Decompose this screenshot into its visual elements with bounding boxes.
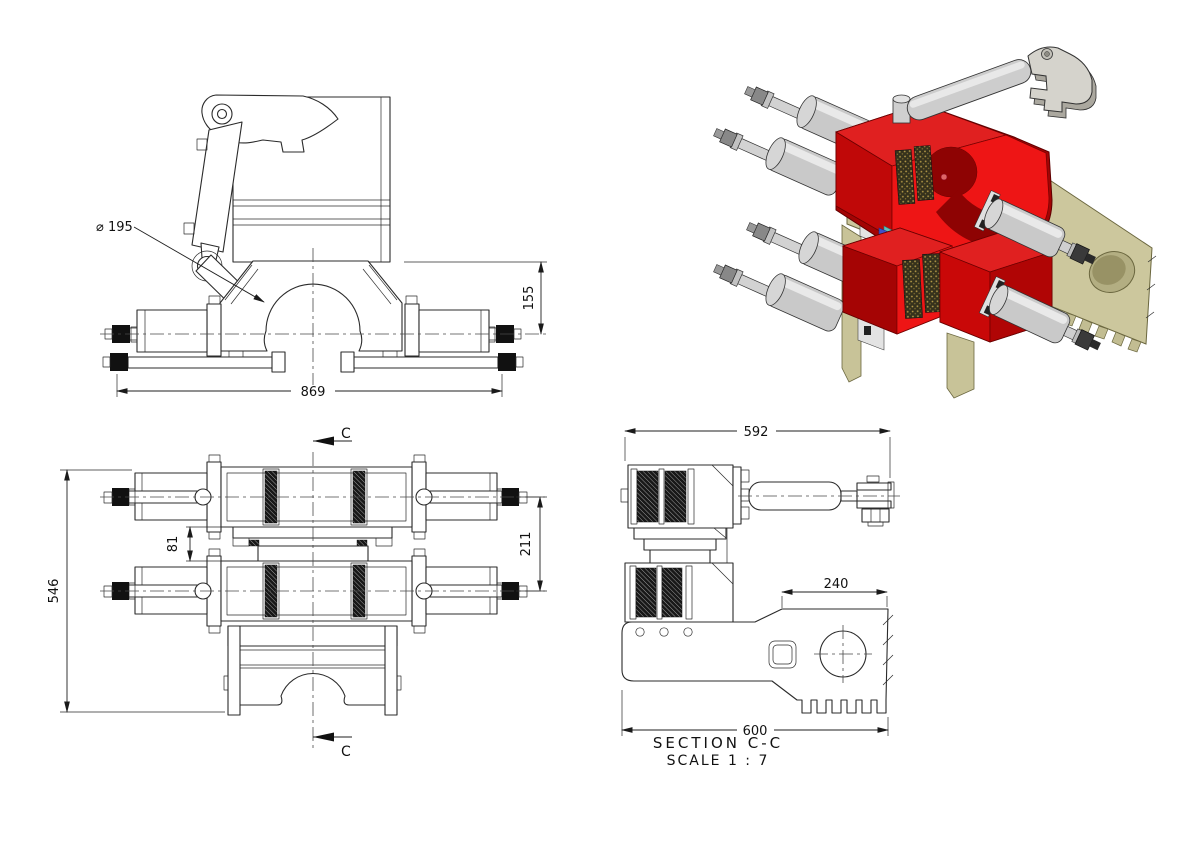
square-hole (768, 640, 797, 669)
front-left-cylinder (102, 295, 286, 373)
plate-hole (659, 627, 669, 637)
dim-600-label: 600 (743, 724, 768, 739)
section-letter-top: C (341, 426, 351, 442)
section-pad-hatch (661, 567, 683, 618)
plate-hole (635, 627, 645, 637)
iso-cylinder (713, 128, 845, 196)
dim-155-label: 155 (522, 286, 537, 311)
top-dim-81: 81 (166, 526, 221, 562)
section-marker-top: C (313, 426, 352, 446)
section-upper-block (620, 464, 734, 529)
top-dim-211: 211 (516, 496, 547, 592)
section-marker-bottom: C (313, 732, 352, 760)
section-dim-592: 592 (624, 425, 891, 478)
iso-cylinder (978, 276, 1101, 351)
section-caption-scale: SCALE 1 : 7 (667, 753, 770, 769)
iso-cylinder (973, 190, 1096, 265)
dim-546-label: 546 (47, 579, 62, 604)
iso-pad (902, 259, 923, 319)
dim-diameter-label: ⌀ 195 (96, 220, 133, 235)
dim-592-label: 592 (744, 425, 769, 440)
top-dim-546: 546 (47, 469, 225, 713)
section-bracket-plate (621, 608, 894, 714)
section-cylinder (732, 466, 900, 527)
front-dim-diameter: ⌀ 195 (96, 220, 265, 303)
clevis-nut (861, 508, 890, 523)
front-saddle-body (219, 260, 403, 362)
dim-869-label: 869 (301, 385, 326, 400)
top-middle-connection (232, 526, 393, 562)
plate-hole (683, 627, 693, 637)
dim-240-label: 240 (824, 577, 849, 592)
section-lower-block (624, 562, 734, 623)
section-caption-title: SECTION C-C (653, 734, 783, 752)
iso-hook-head (1027, 46, 1093, 113)
iso-cylinder (713, 264, 845, 332)
dim-81-label: 81 (166, 536, 181, 553)
top-view: C C 546 81 211 (47, 426, 547, 760)
section-step-flange (633, 527, 728, 622)
iso-view (713, 46, 1157, 399)
iso-center-plate-strip (946, 332, 975, 399)
iso-pad (913, 145, 935, 201)
section-pad-hatch (635, 567, 657, 618)
section-view: 592 240 600 SECTION C-C SCALE 1 : 7 (620, 425, 900, 769)
front-view: ⌀ 195 155 869 (96, 94, 548, 400)
iso-pad (894, 149, 916, 205)
section-letter-bottom: C (341, 744, 351, 760)
section-pad-hatch (664, 470, 687, 523)
iso-top-arm (892, 46, 1097, 124)
iso-upper-clamp (835, 103, 1053, 267)
dim-211-label: 211 (519, 532, 534, 557)
iso-right-cylinders (973, 190, 1101, 351)
front-dim-869: 869 (116, 374, 503, 400)
section-dim-600: 600 (621, 690, 889, 739)
front-dim-155: 155 (404, 261, 547, 335)
top-bottom-bracket (223, 625, 402, 716)
section-dim-240: 240 (781, 577, 888, 608)
section-pad-hatch (636, 470, 659, 523)
